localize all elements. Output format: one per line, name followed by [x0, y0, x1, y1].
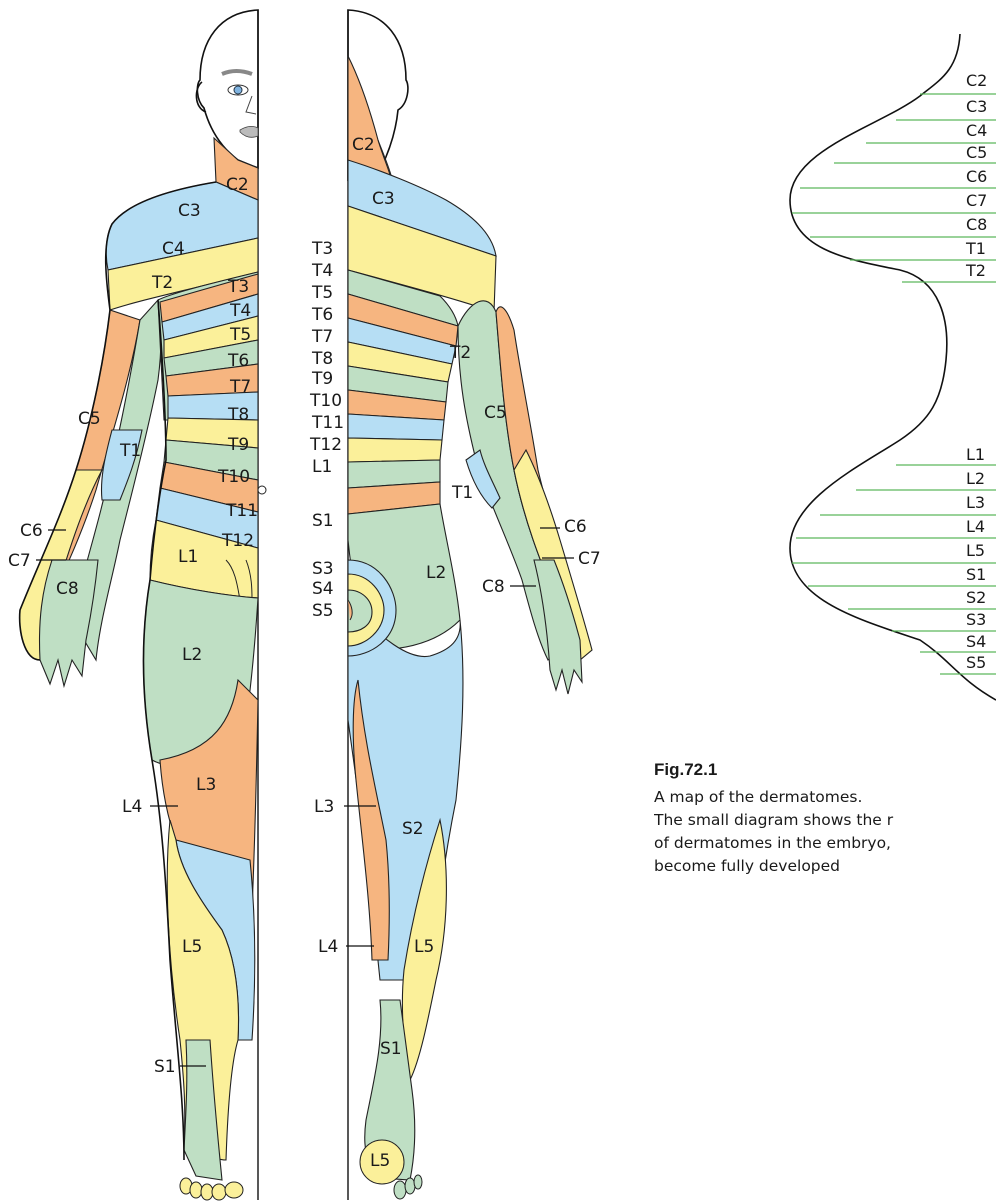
- front-label-t3: T3: [227, 277, 249, 297]
- back-label-c5: C5: [484, 403, 507, 423]
- front-label-c8: C8: [56, 579, 79, 599]
- front-label-t1: T1: [119, 441, 141, 461]
- embryo-label-c3: C3: [966, 97, 987, 116]
- front-toes: [180, 1178, 243, 1200]
- embryo-label-l4: L4: [966, 517, 985, 536]
- embryo-label-c6: C6: [966, 167, 987, 186]
- spine-label-t6: T6: [311, 305, 333, 325]
- spine-label-t7: T7: [311, 327, 333, 347]
- embryo-label-l2: L2: [966, 469, 985, 488]
- front-label-c3: C3: [178, 201, 201, 221]
- embryo-label-c8: C8: [966, 215, 987, 234]
- spine-label-t8: T8: [311, 349, 333, 369]
- spine-label-t12: T12: [309, 435, 342, 455]
- back-label-l3: L3: [314, 797, 334, 817]
- back-label-l5: L5: [414, 937, 434, 957]
- figure-caption: Fig.72.1 A map of the dermatomes. The sm…: [654, 760, 994, 878]
- spine-label-t9: T9: [311, 369, 333, 389]
- spine-label-t11: T11: [311, 413, 344, 433]
- embryo-label-l1: L1: [966, 445, 985, 464]
- embryo-label-s4: S4: [966, 632, 986, 651]
- back-label-c6: C6: [564, 517, 587, 537]
- front-label-t2: T2: [151, 273, 173, 293]
- embryo-label-l5: L5: [966, 541, 985, 560]
- front-label-t5: T5: [229, 325, 251, 345]
- front-label-l3: L3: [196, 775, 216, 795]
- embryo-label-c4: C4: [966, 121, 987, 140]
- spine-label-s1: S1: [312, 511, 334, 531]
- back-label-c7: C7: [578, 549, 601, 569]
- spine-label-t10: T10: [309, 391, 342, 411]
- embryo-label-s5: S5: [966, 653, 986, 672]
- spine-label-s5: S5: [312, 601, 334, 621]
- embryo-label-t2: T2: [965, 261, 986, 280]
- front-label-t8: T8: [227, 405, 249, 425]
- back-label-l2: L2: [426, 563, 446, 583]
- back-label-l4: L4: [318, 937, 338, 957]
- spine-label-s4: S4: [312, 579, 334, 599]
- front-label-c6: C6: [20, 521, 43, 541]
- embryo-label-l3: L3: [966, 493, 985, 512]
- front-label-c4: C4: [162, 239, 185, 259]
- mouth: [240, 126, 258, 137]
- embryo-label-t1: T1: [965, 239, 986, 258]
- front-label-s1: S1: [154, 1057, 176, 1077]
- front-label-t6: T6: [227, 351, 249, 371]
- back-label-s1: S1: [380, 1039, 402, 1059]
- front-label-c7: C7: [8, 551, 31, 571]
- caption-line-3: of dermatomes in the embryo,: [654, 832, 994, 855]
- spine-label-s3: S3: [312, 559, 334, 579]
- front-label-t10: T10: [217, 467, 250, 487]
- embryo-label-c2: C2: [966, 71, 987, 90]
- front-label-t12: T12: [221, 531, 254, 551]
- embryo-label-s2: S2: [966, 588, 986, 607]
- embryo-lower-labels: L1 L2 L3 L4 L5 S1 S2 S3 S4 S5: [966, 445, 986, 672]
- embryo-label-s3: S3: [966, 610, 986, 629]
- front-label-t7: T7: [229, 377, 251, 397]
- caption-line-2: The small diagram shows the r: [654, 809, 994, 832]
- back-label-l5-foot: L5: [370, 1151, 390, 1171]
- back-label-c3: C3: [372, 189, 395, 209]
- embryo-upper-labels: C2 C3 C4 C5 C6 C7 C8 T1 T2: [965, 71, 987, 280]
- front-label-l2: L2: [182, 645, 202, 665]
- front-label-c2: C2: [226, 175, 249, 195]
- spine-label-t3: T3: [311, 239, 333, 259]
- eyebrow: [222, 71, 252, 74]
- front-label-l4: L4: [122, 797, 142, 817]
- caption-line-1: A map of the dermatomes.: [654, 786, 994, 809]
- embryo-label-c5: C5: [966, 143, 987, 162]
- spine-label-t4: T4: [311, 261, 333, 281]
- front-label-l5: L5: [182, 937, 202, 957]
- spine-label-column: T3 T4 T5 T6 T7 T8 T9 T10 T11 T12 L1 S1 S…: [309, 239, 344, 621]
- front-label-l1: L1: [178, 547, 198, 567]
- front-label-t9: T9: [227, 435, 249, 455]
- figure-number: Fig.72.1: [654, 760, 994, 780]
- back-label-c2: C2: [352, 135, 375, 155]
- back-label-t2: T2: [449, 343, 471, 363]
- spine-label-l1: L1: [312, 457, 332, 477]
- front-label-c5: C5: [78, 409, 101, 429]
- embryo-label-s1: S1: [966, 565, 986, 584]
- spine-label-t5: T5: [311, 283, 333, 303]
- back-label-s2: S2: [402, 819, 424, 839]
- embryo-label-c7: C7: [966, 191, 987, 210]
- back-label-c8: C8: [482, 577, 505, 597]
- front-label-t4: T4: [229, 301, 251, 321]
- back-label-t1: T1: [451, 483, 473, 503]
- front-label-t11: T11: [225, 501, 258, 521]
- caption-line-4: become fully developed: [654, 855, 994, 878]
